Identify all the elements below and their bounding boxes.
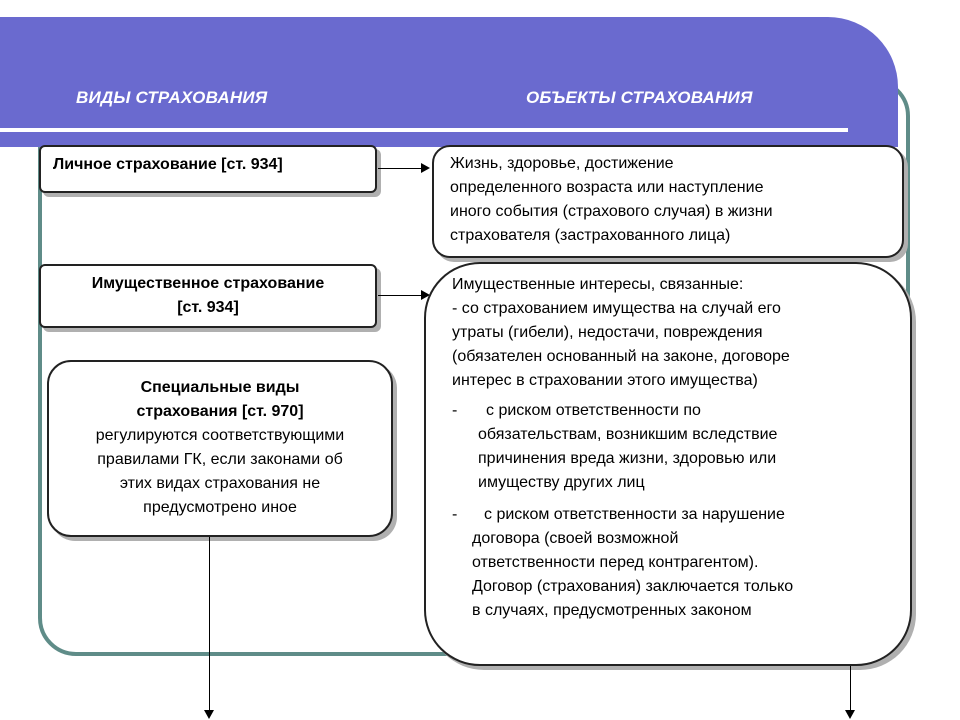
personal-objects-line: Жизнь, здоровье, достижение bbox=[450, 155, 674, 172]
property-insurance-article: [ст. 934] bbox=[177, 299, 239, 316]
header-band bbox=[0, 17, 898, 147]
special-insurance-box[interactable]: Специальные виды страхования [ст. 970] р… bbox=[47, 360, 393, 537]
special-insurance-title: Специальные виды bbox=[140, 379, 300, 396]
property-intro-line: интерес в страховании этого имущества) bbox=[452, 372, 758, 389]
arrow-personal bbox=[378, 163, 430, 173]
property-intro-line: - со страхованием имущества на случай ег… bbox=[452, 300, 781, 317]
special-insurance-line: предусмотрено иное bbox=[143, 499, 297, 516]
personal-insurance-label: Личное страхование [ст. 934] bbox=[53, 156, 283, 173]
liability-obligations-item: - с риском ответственности по обязательс… bbox=[452, 399, 910, 495]
property-objects-box: Имущественные интересы, связанные: - со … bbox=[424, 262, 912, 666]
personal-objects-box: Жизнь, здоровье, достижение определенног… bbox=[432, 145, 904, 258]
liability-line: ответственности перед контрагентом). bbox=[472, 554, 759, 571]
special-insurance-line: правилами ГК, если законами об bbox=[97, 451, 343, 468]
liability-line: обязательствам, возникшим вследствие bbox=[478, 426, 778, 443]
property-insurance-label: Имущественное страхование bbox=[91, 275, 325, 292]
arrow-property bbox=[378, 290, 430, 300]
personal-objects-line: определенного возраста или наступление bbox=[450, 179, 764, 196]
special-insurance-article: страхования [ст. 970] bbox=[136, 403, 304, 420]
liability-contract-item: - с риском ответственности за нарушение … bbox=[452, 503, 910, 623]
dash-marker: - bbox=[452, 506, 458, 523]
liability-line: причинения вреда жизни, здоровью или bbox=[478, 450, 777, 467]
property-intro-line: утраты (гибели), недостачи, повреждения bbox=[452, 324, 763, 341]
header-right-title: ОБЪЕКТЫ СТРАХОВАНИЯ bbox=[526, 88, 753, 107]
arrow-down-right bbox=[845, 666, 855, 719]
personal-objects-line: иного события (страхового случая) в жизн… bbox=[450, 203, 773, 220]
special-insurance-line: регулируются соответствующими bbox=[95, 427, 345, 444]
personal-objects-line: страхователя (застрахованного лица) bbox=[450, 227, 731, 244]
liability-line: договора (своей возможной bbox=[472, 530, 679, 547]
property-intro-line: Имущественные интересы, связанные: bbox=[452, 276, 744, 293]
arrow-down-left bbox=[204, 537, 214, 719]
header-divider bbox=[0, 128, 848, 132]
property-intro-line: (обязателен основанный на законе, догово… bbox=[452, 348, 790, 365]
liability-line: с риском ответственности за нарушение bbox=[484, 506, 785, 523]
special-insurance-line: этих видах страхования не bbox=[119, 475, 321, 492]
header-left-title: ВИДЫ СТРАХОВАНИЯ bbox=[76, 88, 268, 107]
liability-line: Договор (страхования) заключается только bbox=[472, 578, 794, 595]
personal-insurance-box[interactable]: Личное страхование [ст. 934] bbox=[39, 145, 377, 193]
liability-line: имуществу других лиц bbox=[478, 474, 645, 491]
property-insurance-box[interactable]: Имущественное страхование [ст. 934] bbox=[39, 264, 377, 328]
liability-line: в случаях, предусмотренных законом bbox=[472, 602, 752, 619]
liability-line: с риском ответственности по bbox=[486, 402, 701, 419]
dash-marker: - bbox=[452, 402, 458, 419]
